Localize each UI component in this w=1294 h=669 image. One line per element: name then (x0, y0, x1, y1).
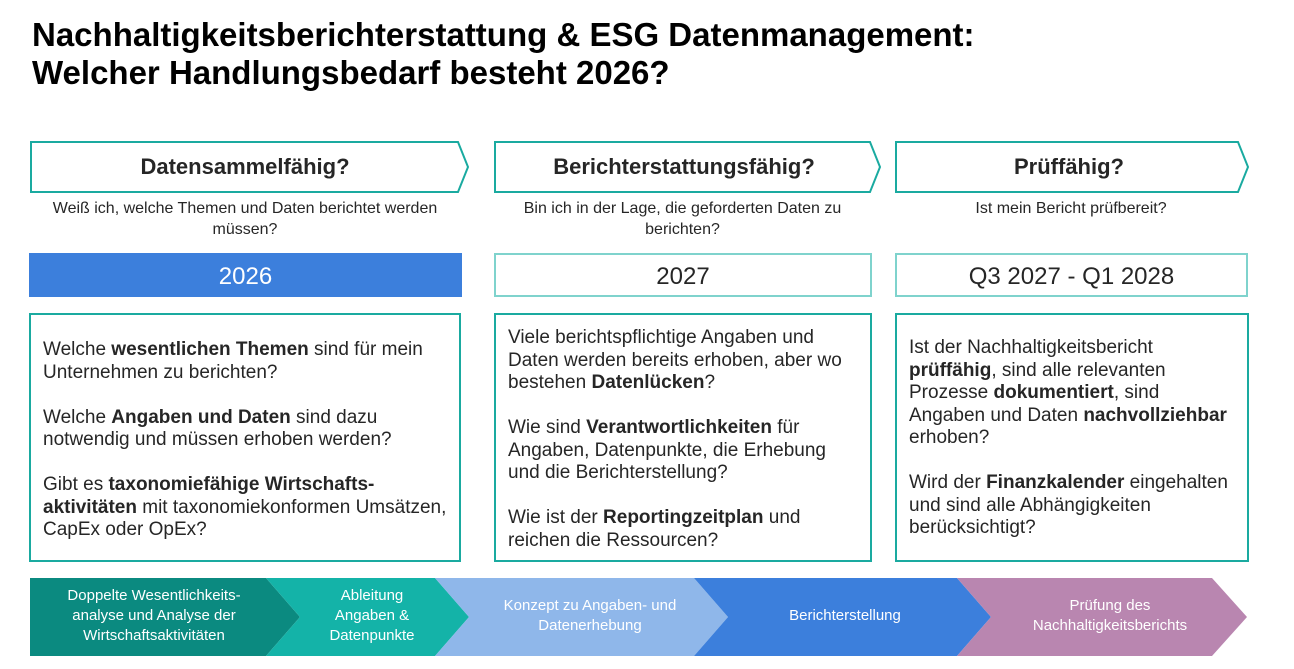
question-text: erhoben? (909, 427, 990, 448)
question-box-2: Viele berichtspflichtige Angaben und Dat… (494, 313, 872, 562)
process-stage-label-2: Ableitung Angaben & Datenpunkte (329, 587, 415, 644)
process-stage-shape-4 (694, 578, 991, 656)
question-text: , sind Angaben und Daten (909, 382, 1160, 426)
question-text: Welche (43, 339, 112, 360)
column-question-2: Bin ich in der Lage, die geforderten Dat… (523, 200, 842, 238)
column-heading-label-2: Berichterstattungsfähig? (553, 154, 815, 179)
process-stage-shape-5 (957, 578, 1247, 656)
column-heading-3: Prüffähig? (895, 141, 1251, 195)
question-emphasis: dokumentiert (993, 382, 1114, 403)
question-paragraph: Welche wesentlichen Themen sind für mein… (43, 339, 447, 384)
question-text: Wird der (909, 472, 987, 493)
heading-arrow-shape-1 (30, 141, 470, 193)
column-question-3: Ist mein Bericht prüfbereit? (975, 200, 1167, 217)
question-emphasis: prüffähig (909, 359, 992, 381)
question-text: mit taxonomiekonformen Umsätzen, CapEx o… (43, 496, 447, 541)
question-text: , sind alle relevanten Prozesse (909, 359, 1166, 404)
page-title-line-1: Nachhaltigkeitsberichterstattung & ESG D… (32, 16, 975, 53)
column-heading-label-3: Prüffähig? (1014, 154, 1124, 179)
question-text: Wie ist der (508, 507, 604, 528)
process-stage-shape-1 (30, 578, 300, 656)
question-text: eingehalten und sind alle Abhängigkeiten… (909, 472, 1228, 538)
question-text: Wie sind (508, 417, 587, 438)
process-flow (30, 578, 1247, 656)
question-text: Gibt es (43, 474, 109, 495)
column-date-1: 2026 (29, 253, 462, 297)
question-emphasis: taxonomiefähige Wirtschafts-aktivitäten (43, 474, 375, 518)
question-emphasis: Finanzkalender (986, 472, 1125, 493)
question-emphasis: Angaben und Daten (111, 406, 291, 428)
column-question-1: Weiß ich, welche Themen und Daten berich… (52, 200, 438, 238)
question-emphasis: Datenlücken (591, 372, 705, 393)
question-paragraph: Welche Angaben und Daten sind dazu notwe… (43, 407, 447, 452)
question-text: sind für mein Unternehmen zu berichten? (43, 339, 423, 383)
question-paragraph: Viele berichtspflichtige Angaben und Dat… (508, 327, 858, 395)
question-box-3: Ist der Nachhaltigkeitsbericht prüffähig… (895, 313, 1249, 562)
process-stage-label-1: Doppelte Wesentlichkeits-analyse und Ana… (67, 587, 241, 644)
column-heading-label-1: Datensammelfähig? (140, 154, 350, 179)
question-text: für Angaben, Datenpunkte, die Erhebung u… (508, 417, 826, 483)
column-heading-1: Datensammelfähig? (30, 141, 470, 195)
question-paragraph: Wie sind Verantwortlichkeiten für Angabe… (508, 417, 858, 485)
question-text: sind dazu notwendig und müssen erhoben w… (43, 406, 392, 451)
question-emphasis: wesentlichen Themen (111, 339, 309, 360)
process-stage-shape-3 (435, 578, 728, 656)
process-stage-label-3: Konzept zu Angaben- und Datenerhebung (503, 597, 677, 634)
question-paragraph: Gibt es taxonomiefähige Wirtschafts-akti… (43, 474, 447, 542)
column-date-2: 2027 (494, 253, 872, 297)
question-emphasis: Reportingzeitplan (603, 507, 764, 528)
process-stage-label-4: Berichterstellung (789, 607, 901, 624)
page-title-line-2: Welcher Handlungsbedarf besteht 2026? (32, 54, 670, 91)
question-paragraph: Ist der Nachhaltigkeitsbericht prüffähig… (909, 337, 1235, 450)
question-text: Welche (43, 406, 112, 428)
question-text: und reichen die Ressourcen? (508, 507, 801, 551)
column-date-3: Q3 2027 - Q1 2028 (895, 253, 1248, 297)
question-paragraph: Wird der Finanzkalender eingehalten und … (909, 472, 1235, 540)
process-stage-shape-2 (266, 578, 469, 656)
page-title: Nachhaltigkeitsberichterstattung & ESG D… (32, 16, 1232, 92)
heading-arrow-shape-3 (895, 141, 1250, 193)
question-text: ? (704, 372, 716, 393)
process-stage-label-5: Prüfung des Nachhaltigkeitsberichts (1032, 597, 1188, 634)
question-box-1: Welche wesentlichen Themen sind für mein… (29, 313, 461, 562)
column-heading-2: Berichterstattungsfähig? (494, 141, 882, 195)
question-text: Ist der Nachhaltigkeitsbericht (909, 337, 1153, 358)
heading-arrow-shape-2 (494, 141, 882, 193)
question-emphasis: nachvollziehbar (1083, 404, 1227, 426)
question-paragraph: Wie ist der Reportingzeitplan und reiche… (508, 507, 858, 552)
question-emphasis: Verantwortlichkeiten (586, 417, 772, 438)
question-text: Viele berichtspflichtige Angaben und Dat… (508, 327, 842, 393)
